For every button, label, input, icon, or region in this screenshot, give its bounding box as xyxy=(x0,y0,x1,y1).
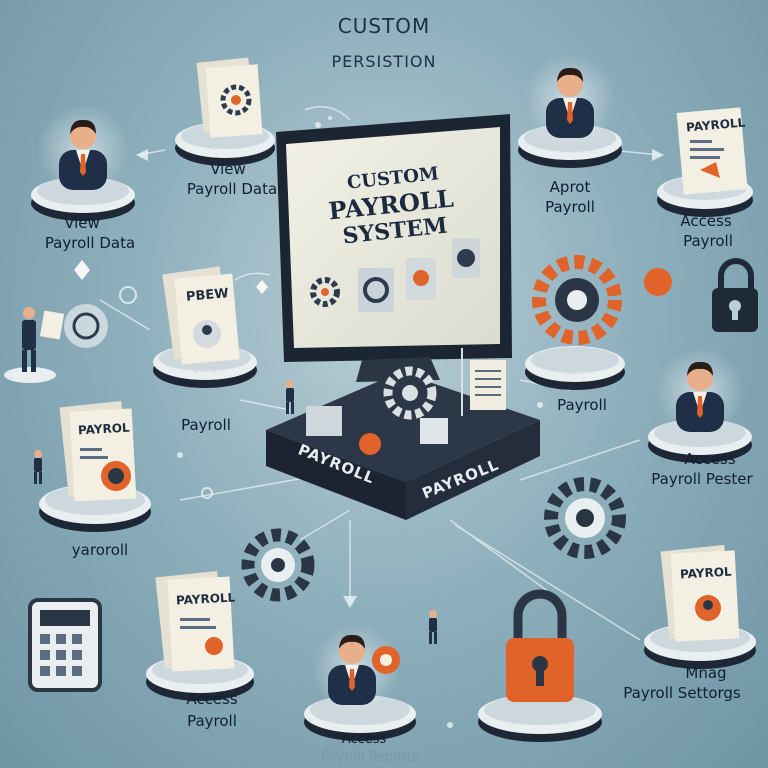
diamond-icon xyxy=(256,280,268,294)
label-payroll-data-left: Payroll Data xyxy=(44,234,136,252)
pedestal-tag: CHIN xyxy=(193,366,217,375)
label-view-center: View xyxy=(210,160,246,178)
pedestal-tag: ENN xyxy=(84,508,106,517)
pedestal-view-left xyxy=(31,104,135,221)
label-payroll-bottom: Payroll xyxy=(187,712,237,730)
label-payroll-tr: Payroll xyxy=(683,232,733,250)
monitor-gear-icon xyxy=(310,277,340,307)
pedestal-yaroroll xyxy=(39,401,151,532)
central-platform xyxy=(266,348,540,520)
label-payroll-reports: Payroll Reports xyxy=(321,750,419,765)
label-access-bottom: Access xyxy=(186,690,238,708)
diagram-title: CUSTOM xyxy=(337,14,431,38)
gear-icon xyxy=(383,366,437,420)
calculator-icon xyxy=(28,598,102,692)
doc-header-br: PAYROL xyxy=(679,564,732,582)
label-payroll-mid: Payroll xyxy=(181,416,231,434)
pedestal-approve xyxy=(518,54,622,168)
gear-icon xyxy=(220,84,252,116)
doc-header-left: PAYROL xyxy=(77,420,130,438)
computer-monitor xyxy=(276,114,512,382)
decor-dots xyxy=(119,116,543,728)
presenter-figure xyxy=(4,304,108,383)
pedestal-access-center-bottom xyxy=(304,624,416,741)
label-aprot: Aprot xyxy=(549,178,591,196)
pedestal-payroll-mid xyxy=(153,266,257,388)
label-mnag: Mnag xyxy=(685,664,727,682)
label-access-center-bottom: Access xyxy=(341,732,387,747)
label-payroll-approve: Payroll xyxy=(545,198,595,216)
label-payroll-data-center: Payroll Data xyxy=(186,180,278,198)
coin-icon xyxy=(644,268,672,296)
label-payroll-pester: Payroll Pester xyxy=(651,470,753,488)
label-yaroroll: yaroroll xyxy=(71,541,129,559)
pedestal-access-bottom xyxy=(146,571,254,701)
pedestal-tag: MIH xyxy=(565,368,585,377)
padlock-icon-small xyxy=(712,258,758,332)
pedestal-tag: MAN xyxy=(559,146,581,155)
gear-icon-right xyxy=(544,477,626,559)
label-view-left: View xyxy=(64,214,100,232)
label-access-right: Access xyxy=(684,450,736,468)
pedestal-tag: SHIH xyxy=(71,198,95,207)
label-payroll-settorg: Payroll Settorgs xyxy=(623,684,741,702)
padlock-icon xyxy=(478,589,602,742)
gear-icon-left xyxy=(241,528,315,602)
gear-icon xyxy=(532,255,622,345)
pedestal-access-tr xyxy=(657,107,753,217)
pedestal-view-center xyxy=(175,57,275,166)
label-access-tr: Access xyxy=(680,212,732,230)
pedestal-access-right xyxy=(648,348,752,463)
pedestal-payroll-settings xyxy=(644,544,756,669)
pedestal-payroll-gear xyxy=(525,255,625,390)
label-payroll-right-mid: Payroll xyxy=(557,396,607,414)
connector-lines xyxy=(99,105,661,641)
diamond-icon xyxy=(74,260,90,280)
diagram-subtitle: PERSISTION xyxy=(331,52,437,71)
